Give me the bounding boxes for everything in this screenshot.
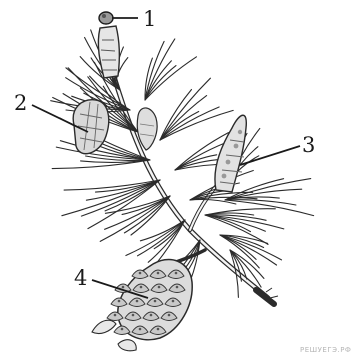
cone-scale-umbo (176, 286, 179, 289)
cone-scale-umbo (157, 328, 160, 331)
cone-scale-umbo (140, 286, 143, 289)
cone-scale-umbo (158, 286, 161, 289)
cone-scale-umbo (139, 328, 142, 331)
label-2: 2 (14, 91, 27, 115)
cone-scale-umbo (150, 314, 153, 317)
cone-scale-umbo (175, 272, 178, 275)
cone-scale-umbo (132, 314, 135, 317)
pine-needles (51, 30, 314, 298)
label-4: 4 (74, 266, 87, 290)
branch-cut-end (256, 288, 278, 304)
cone-scale-umbo (114, 314, 117, 317)
label-3: 3 (302, 133, 315, 157)
cone-scale-umbo (122, 286, 125, 289)
cone-scale-umbo (172, 300, 175, 303)
leader-lines (32, 18, 300, 298)
mature-female-cone (107, 259, 192, 339)
watermark: РЕШУЕГЭ.РФ (300, 346, 351, 354)
cone-scale-umbo (154, 300, 157, 303)
label-1: 1 (143, 7, 156, 31)
cone-scale-umbo (136, 300, 139, 303)
cone-scale-umbo (118, 300, 121, 303)
cone-scale-umbo (168, 314, 171, 317)
cone-scale-umbo (121, 328, 124, 331)
cone-scale-umbo (139, 272, 142, 275)
shoot-tip-young-cone (98, 12, 119, 78)
cone-scale-umbo (157, 272, 160, 275)
male-cone-cluster (215, 115, 246, 192)
